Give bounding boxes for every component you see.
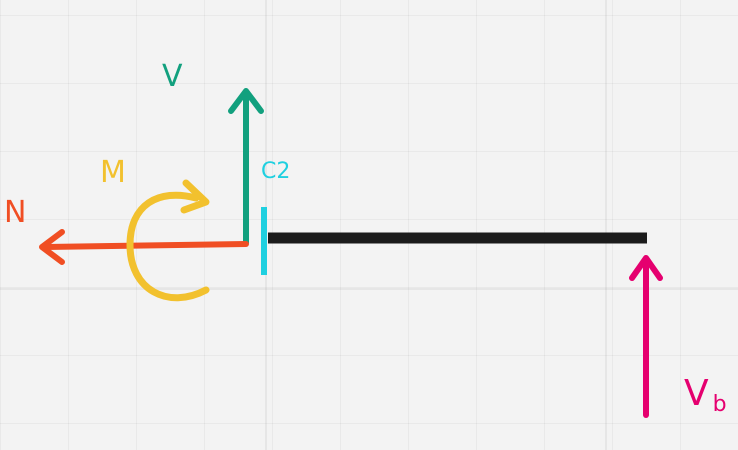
normal-force-arrow	[39, 229, 249, 265]
label-m: M	[100, 155, 126, 190]
label-c2: C2	[261, 159, 290, 184]
label-n: N	[4, 195, 26, 230]
shear-force-arrow	[228, 88, 264, 246]
moment-arc-arrow	[126, 179, 210, 302]
label-v: V	[162, 59, 183, 94]
label-vb-main: V	[684, 373, 709, 414]
grid-line-vertical	[605, 0, 607, 450]
label-vb-subscript: b	[713, 392, 727, 417]
reaction-force-vb-arrow	[629, 255, 663, 418]
grid-line-horizontal	[0, 288, 738, 290]
